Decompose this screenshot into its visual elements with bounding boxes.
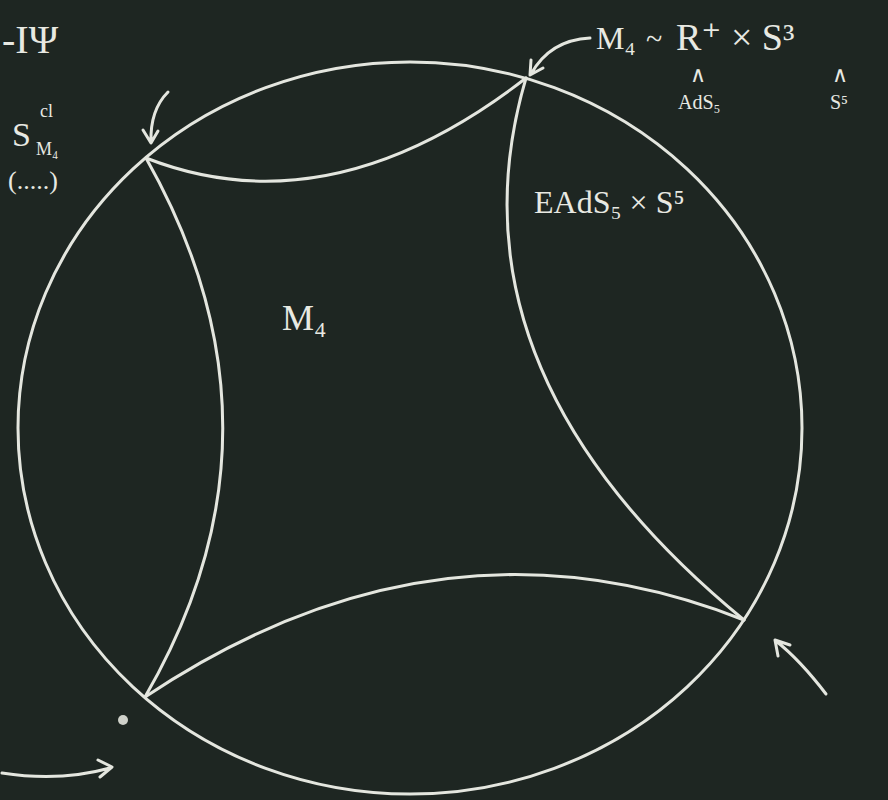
region-label: M₄ (282, 300, 327, 336)
boundary-circle (18, 62, 802, 794)
action-symbol: S (12, 118, 31, 152)
superscript: cl (40, 102, 53, 120)
product-space: R⁺ × S³ (676, 18, 794, 56)
pointer-arrow (530, 38, 590, 75)
space-label: AdS₅ (678, 92, 721, 112)
cusp-curve (145, 575, 744, 697)
subset-symbol: ∧ (690, 64, 706, 86)
cusp-curve (145, 158, 223, 697)
pointer-arrow (143, 92, 168, 143)
cusp-curve (146, 78, 526, 181)
subscript: M₄ (36, 140, 58, 158)
argument: (.....) (8, 168, 58, 194)
cusp-curve (507, 78, 744, 620)
manifold-label: M₄ (596, 22, 636, 54)
note-text: -IΨ (2, 20, 58, 60)
pointer-arrow (2, 760, 112, 777)
vertex-dot (118, 715, 128, 725)
region-label: EAdS₅ × S⁵ (534, 186, 685, 218)
space-label: S⁵ (830, 92, 848, 112)
pointer-arrow (775, 640, 826, 694)
relation-symbol: ~ (646, 24, 662, 54)
subset-symbol: ∧ (832, 64, 848, 86)
